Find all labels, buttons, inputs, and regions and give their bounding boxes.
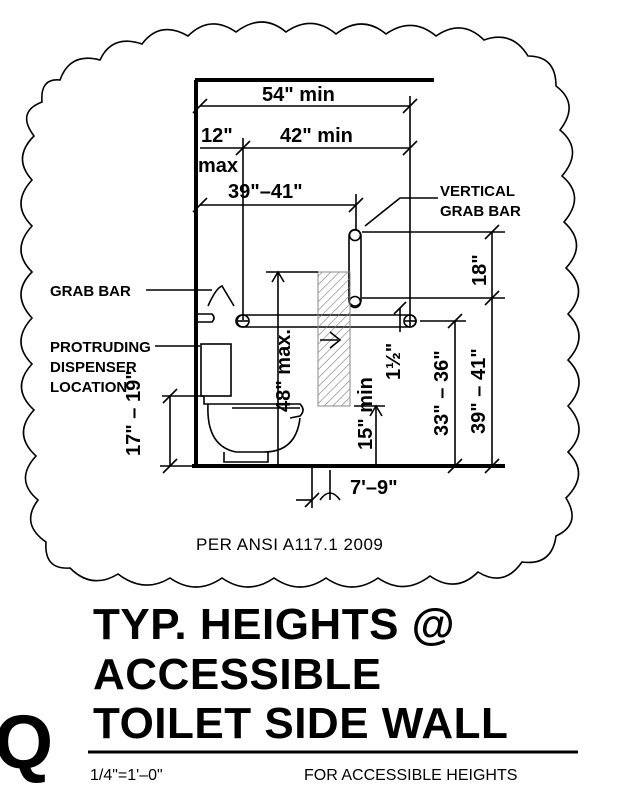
toilet bbox=[200, 343, 304, 463]
dim-seat-height: 17" – 19" bbox=[123, 370, 145, 456]
scale-label: 1/4"=1'–0" bbox=[90, 767, 163, 784]
label-vertical-grab-bar: VERTICAL bbox=[440, 183, 515, 200]
dim-dispenser-max: 48" max. bbox=[273, 329, 295, 412]
footnote-label: FOR ACCESSIBLE HEIGHTS bbox=[304, 767, 517, 784]
dim-total-width: 54" min bbox=[262, 84, 335, 106]
vertical-grab-bar bbox=[348, 228, 362, 309]
title-line-2: ACCESSIBLE bbox=[93, 650, 382, 699]
label-dispenser-2: DISPENSER bbox=[50, 359, 137, 376]
dim-vertical-bar-height: 18" bbox=[469, 254, 491, 286]
dim-bar-clearance: 1½" bbox=[383, 343, 405, 380]
side-dispenser bbox=[198, 285, 235, 323]
dim-side-offset: 12" bbox=[201, 125, 233, 147]
revision-cloud bbox=[20, 21, 580, 588]
dim-dispenser-min: 15" min bbox=[355, 377, 377, 450]
label-dispenser-3: LOCATION bbox=[50, 379, 127, 396]
title-line-1: TYP. HEIGHTS @ bbox=[93, 600, 455, 649]
dim-vertical-bar-bottom: 39" – 41" bbox=[468, 348, 490, 434]
dim-toilet-center: 39"–41" bbox=[228, 181, 303, 203]
detail-tag: Q bbox=[0, 700, 53, 785]
dispenser-zone bbox=[317, 271, 351, 407]
dim-dispenser-range: 7'–9" bbox=[350, 477, 398, 499]
dim-clear-width: 42" min bbox=[280, 125, 353, 147]
dim-grab-bar-height: 33" – 36" bbox=[431, 350, 453, 436]
dim-side-offset-max: max bbox=[198, 155, 238, 177]
label-vertical-grab-bar-2: GRAB BAR bbox=[440, 203, 521, 220]
title-line-3: TOILET SIDE WALL bbox=[93, 699, 508, 748]
reference-note: PER ANSI A117.1 2009 bbox=[196, 535, 383, 554]
label-grab-bar: GRAB BAR bbox=[50, 283, 131, 300]
label-dispenser-1: PROTRUDING bbox=[50, 339, 151, 356]
